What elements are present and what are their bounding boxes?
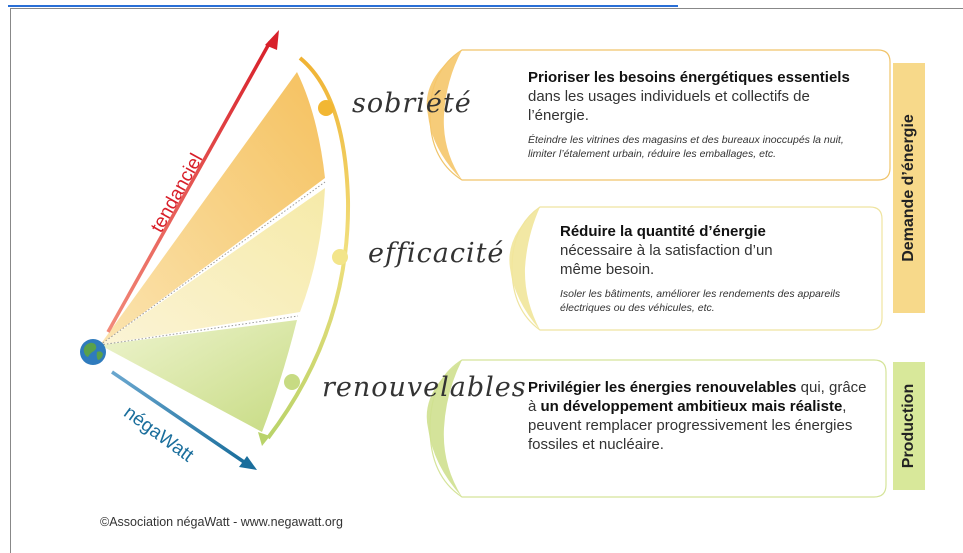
box-sobriete-rest: dans les usages individuels et collectif… bbox=[528, 88, 810, 124]
box-efficacite-note: Isoler les bâtiments, améliorer les rend… bbox=[560, 288, 841, 314]
step-label-renouvelables: renouvelables bbox=[322, 372, 527, 403]
box-sobriete-bold: Prioriser les besoins énergétiques essen… bbox=[528, 69, 850, 86]
top-link-bar bbox=[8, 0, 678, 7]
box-renouvelables-text-2: , peuvent remplacer progressivement les … bbox=[528, 398, 853, 453]
dot-efficacite bbox=[332, 249, 348, 265]
box-sobriete-text: Prioriser les besoins énergétiques essen… bbox=[528, 68, 858, 125]
box-efficacite-accent bbox=[509, 207, 540, 330]
wedge-efficacite bbox=[100, 188, 325, 345]
box-efficacite-text: Réduire la quantité d’énergie nécessaire… bbox=[560, 222, 810, 279]
negawatt-arrow bbox=[111, 370, 245, 464]
frame-border bbox=[10, 8, 963, 553]
box-renouvelables-bold-1: Privilégier les énergies renouvelables bbox=[528, 379, 797, 396]
tab-production-label: Production bbox=[900, 383, 917, 469]
trend-arrow-head bbox=[265, 30, 279, 50]
trend-arrow bbox=[106, 41, 272, 333]
tab-demand: Demande d’énergie bbox=[893, 63, 925, 313]
box-sobriete-accent bbox=[426, 50, 462, 180]
box-renouvelables-accent bbox=[426, 360, 462, 497]
tab-production: Production bbox=[893, 362, 925, 490]
box-renouvelables-bold-2: un développement ambitieux mais réaliste bbox=[540, 398, 843, 415]
box-efficacite-rest: nécessaire à la satisfaction d’un même b… bbox=[560, 242, 773, 278]
credit-text: ©Association négaWatt - www.negawatt.org bbox=[100, 515, 343, 529]
box-efficacite-bold: Réduire la quantité d’énergie bbox=[560, 223, 766, 240]
tab-demand-label: Demande d’énergie bbox=[900, 114, 918, 262]
wedge-renouvelables bbox=[100, 320, 297, 432]
wedge-sobriete bbox=[100, 72, 325, 345]
step-label-efficacite: efficacité bbox=[368, 238, 505, 269]
negawatt-arrow-head bbox=[239, 456, 257, 470]
path-arc-head bbox=[258, 432, 270, 446]
globe-icon bbox=[80, 339, 106, 365]
wedge-divider-1 bbox=[99, 181, 326, 346]
path-arc bbox=[266, 56, 351, 440]
dot-sobriete bbox=[318, 100, 334, 116]
box-renouvelables-text-1: qui, grâce à bbox=[528, 379, 867, 415]
box-sobriete-note: Éteindre les vitrines des magasins et de… bbox=[528, 134, 844, 160]
dot-renouvelables bbox=[284, 374, 300, 390]
step-label-sobriete: sobriété bbox=[352, 88, 472, 119]
box-renouvelables-text: Privilégier les énergies renouvelables q… bbox=[528, 378, 868, 454]
